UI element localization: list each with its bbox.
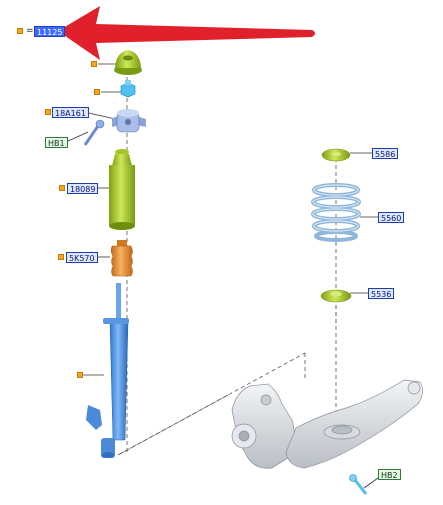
bolt-hb2 [349, 474, 368, 495]
callout-5k570[interactable]: 5K570 [66, 252, 98, 263]
coil-spring-highlight [312, 184, 360, 232]
callout-5560[interactable]: 5560 [378, 212, 405, 223]
upper-mount [114, 50, 142, 75]
callout-hb1[interactable]: HB1 [45, 137, 68, 148]
marker-18089 [59, 185, 65, 191]
callout-18089[interactable]: 18089 [67, 183, 99, 194]
bolt-hb1 [83, 119, 105, 146]
upper-spring-seat [321, 148, 351, 162]
top-nut [120, 80, 136, 98]
callout-5536[interactable]: 5536 [368, 288, 395, 299]
marker-18a161 [45, 109, 51, 115]
bump-stop [110, 240, 133, 277]
shock-absorber [86, 283, 129, 458]
leader-lines [117, 70, 337, 456]
marker-shock-absorber [77, 372, 83, 378]
marker-5k570 [58, 254, 64, 260]
marker-header [17, 28, 23, 34]
knuckle-hub [231, 383, 295, 469]
dust-boot [109, 149, 135, 230]
lower-spring-seat [320, 289, 352, 303]
callout-hb2[interactable]: HB2 [378, 469, 401, 480]
lower-control-arm [285, 379, 423, 469]
callout-5586[interactable]: 5586 [372, 148, 399, 159]
selected-part-number[interactable]: 11125 [34, 26, 66, 37]
equals-sign: = [26, 26, 34, 36]
pointer-arrow [58, 6, 315, 60]
callout-18a161[interactable]: 18A161 [52, 107, 89, 118]
marker-upper-mount [91, 61, 97, 67]
upper-bracket [112, 109, 146, 133]
marker-top-nut [94, 89, 100, 95]
